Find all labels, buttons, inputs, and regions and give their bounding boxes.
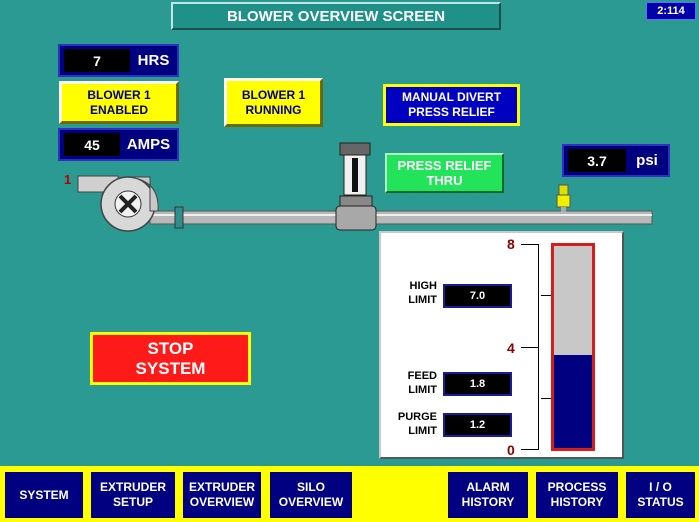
pressure-level-bar bbox=[551, 243, 595, 451]
blower-number-label: 1 bbox=[64, 172, 72, 187]
purge-limit-label: PURGE LIMIT bbox=[397, 411, 437, 437]
gauge-tick bbox=[541, 398, 551, 399]
nav-process-history-label: PROCESS HISTORY bbox=[547, 480, 607, 509]
nav-io-status-label: I / O STATUS bbox=[637, 480, 684, 509]
nav-extruder-overview-label: EXTRUDER OVERVIEW bbox=[188, 480, 255, 509]
high-limit-value[interactable]: 7.0 bbox=[443, 284, 512, 308]
blower-piping-graphic bbox=[77, 142, 653, 232]
blower-running-status: BLOWER 1 RUNNING bbox=[224, 78, 323, 127]
nav-extruder-overview[interactable]: EXTRUDER OVERVIEW bbox=[181, 470, 263, 520]
amps-value: 45 bbox=[64, 133, 120, 156]
nav-extruder-setup[interactable]: EXTRUDER SETUP bbox=[89, 470, 177, 520]
pressure-display: 3.7 psi bbox=[562, 144, 670, 177]
main-pipe bbox=[149, 210, 653, 225]
pressure-value: 3.7 bbox=[568, 149, 626, 172]
hours-display: 7 HRS bbox=[58, 44, 179, 77]
pressure-sensor-icon bbox=[556, 184, 571, 212]
pressure-level-fill bbox=[554, 354, 592, 448]
gauge-tick bbox=[521, 347, 539, 348]
manual-divert-button[interactable]: MANUAL DIVERT PRESS RELIEF bbox=[383, 84, 520, 126]
clock-display: 2:114 bbox=[646, 2, 696, 20]
purge-limit-value[interactable]: 1.2 bbox=[443, 413, 512, 437]
nav-silo-overview[interactable]: SILO OVERVIEW bbox=[268, 470, 354, 520]
blower-icon bbox=[77, 175, 159, 232]
nav-silo-overview-label: SILO OVERVIEW bbox=[278, 480, 344, 509]
page-title-text: BLOWER OVERVIEW SCREEN bbox=[226, 7, 446, 25]
page-title: BLOWER OVERVIEW SCREEN bbox=[171, 2, 501, 30]
feed-limit-value[interactable]: 1.8 bbox=[443, 372, 512, 396]
valve-icon bbox=[335, 142, 377, 231]
hours-unit: HRS bbox=[137, 52, 170, 69]
nav-extruder-setup-label: EXTRUDER SETUP bbox=[99, 480, 166, 509]
feed-limit-label: FEED LIMIT bbox=[407, 370, 437, 396]
gauge-scale-max: 8 bbox=[507, 236, 515, 252]
gauge-scale-line bbox=[538, 244, 539, 450]
gauge-scale-min: 0 bbox=[507, 442, 515, 458]
amps-display: 45 AMPS bbox=[58, 128, 179, 161]
high-limit-label: HIGH LIMIT bbox=[408, 280, 437, 306]
gauge-tick bbox=[521, 244, 539, 245]
press-relief-status: PRESS RELIEF THRU bbox=[385, 153, 504, 193]
gauge-tick bbox=[541, 295, 551, 296]
nav-alarm-history-label: ALARM HISTORY bbox=[461, 480, 515, 509]
nav-io-status[interactable]: I / O STATUS bbox=[624, 470, 697, 520]
nav-system[interactable]: SYSTEM bbox=[3, 470, 85, 520]
amps-unit: AMPS bbox=[126, 136, 171, 153]
stop-system-button[interactable]: STOP SYSTEM bbox=[90, 332, 251, 385]
nav-process-history[interactable]: PROCESS HISTORY bbox=[534, 470, 620, 520]
pressure-unit: psi bbox=[636, 152, 658, 169]
nav-system-label: SYSTEM bbox=[19, 487, 69, 502]
pressure-gauge-panel: HIGH LIMIT 7.0 FEED LIMIT 1.8 PURGE LIMI… bbox=[379, 231, 624, 459]
gauge-scale-mid: 4 bbox=[507, 340, 515, 356]
hours-value: 7 bbox=[64, 49, 130, 72]
gauge-tick bbox=[521, 449, 539, 450]
pipe-coupling-icon bbox=[174, 206, 184, 229]
nav-alarm-history[interactable]: ALARM HISTORY bbox=[446, 470, 530, 520]
blower-enabled-status[interactable]: BLOWER 1 ENABLED bbox=[59, 81, 179, 124]
